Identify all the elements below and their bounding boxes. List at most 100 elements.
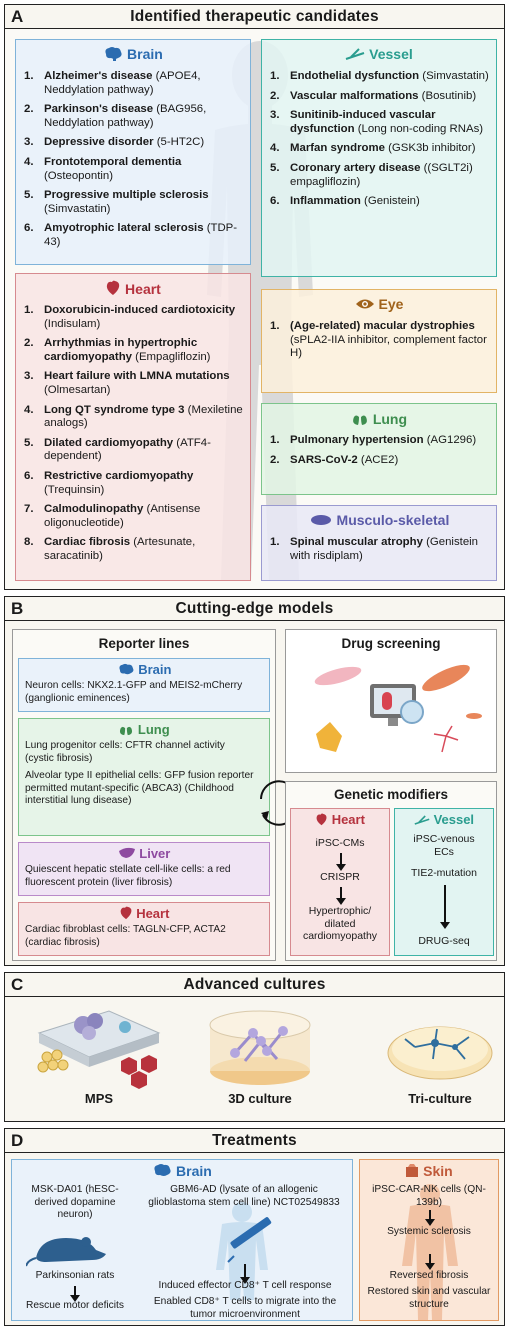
candidate-detail: (Osteopontin) (44, 169, 114, 182)
vessel-list-item: 6. Inflammation (Genistein) (266, 195, 492, 209)
brain-list-item: 5.Progressive multiple sclerosis (Simvas… (20, 189, 246, 216)
heart-title-text: Heart (125, 281, 161, 297)
reporter-heart-title-text: Heart (136, 906, 170, 921)
panel-b: B Cutting-edge models Reporter lines Bra… (4, 596, 505, 966)
skin-step1-text: iPSC-CAR-NK cells (QN-139b) (372, 1184, 486, 1208)
reporter-heart-text: Cardiac fibroblast cells: TAGLN-CFP, ACT… (25, 924, 226, 948)
3d-culture-label: 3D culture (228, 1091, 292, 1106)
gbm6-ad-text: GBM6-AD (lysate of an allogenic glioblas… (148, 1184, 340, 1208)
brain-box: Brain 1.Alzheimer's disease (APOE4, Nedd… (15, 39, 251, 265)
item-number: 6. (24, 222, 34, 235)
drug-screening-illustration-icon (314, 664, 482, 753)
induced-response-text: Induced effector CD8⁺ T cell response (158, 1280, 332, 1291)
disease-name: Inflammation (290, 195, 361, 208)
musculo-list-item: 1.Spinal muscular atrophy (Genistein wit… (266, 536, 492, 563)
reporter-lines-box: Reporter lines Brain Neuron cells: NKX2.… (12, 629, 276, 961)
lung-title-text: Lung (372, 411, 408, 427)
heart-list-item: 1.Doxorubicin-induced cardiotoxicity (In… (20, 304, 246, 331)
item-number: 6. (24, 469, 34, 482)
disease-name: Restrictive cardiomyopathy (44, 469, 194, 482)
vessel-list-item: 2.Vascular malformations (Bosutinib) (266, 90, 492, 104)
rescue-motor-text: Rescue motor deficits (26, 1300, 124, 1311)
panel-d-header: D Treatments (5, 1129, 504, 1153)
panel-letter: C (11, 975, 24, 994)
item-number: 1. (270, 70, 280, 82)
item-number: 5. (24, 436, 34, 449)
panel-c-header: C Advanced cultures (5, 973, 504, 997)
skin-step4-text: Restored skin and vascular structure (367, 1286, 491, 1310)
treatment-brain-title: Brain (12, 1163, 352, 1179)
heart-icon (120, 906, 131, 920)
genetic-heart-step2: CRISPR (320, 871, 360, 883)
down-arrow-icon (336, 853, 346, 871)
skin-icon (406, 1164, 419, 1177)
skin-step2-text: Systemic sclerosis (387, 1226, 471, 1237)
vessel-box: Vessel 1.Endothelial dysfunction (Simvas… (261, 39, 497, 277)
disease-name: Marfan syndrome (290, 142, 385, 155)
reporter-lung-title: Lung (19, 722, 269, 737)
lung-icon (353, 412, 367, 425)
disease-name: SARS-CoV-2 (290, 453, 358, 466)
disease-name: Frontotemporal dementia (44, 155, 182, 168)
drug-screening-title: Drug screening (341, 636, 441, 651)
genetic-vessel-title-text: Vessel (433, 812, 475, 827)
item-number: 3. (24, 370, 34, 383)
candidate-detail: (Antisense oligonucleotide) (44, 503, 201, 529)
disease-name: Parkinson's disease (44, 103, 154, 116)
candidate-detail: (Genistein) (360, 195, 420, 208)
candidate-detail: (sPLA2-IIA inhibitor, complement factor … (290, 333, 487, 360)
vessel-title: Vessel (262, 46, 496, 62)
genetic-vessel-step2: TIE2-mutation (411, 867, 477, 879)
down-arrow-icon (440, 885, 450, 929)
candidate-detail: (Bosutinib) (418, 89, 477, 102)
reporter-lung-title-text: Lung (137, 722, 170, 737)
panel-letter: A (11, 7, 24, 26)
candidate-detail: (Empagliflozin) (131, 350, 211, 363)
disease-name: Pulmonary hypertension (290, 434, 424, 446)
brain-icon (154, 1164, 171, 1176)
genetic-heart-step1: iPSC-CMs (315, 837, 365, 849)
down-arrow-icon (425, 1210, 435, 1226)
skin-step3-text: Reversed fibrosis (389, 1270, 469, 1281)
heart-list-item: 3.Heart failure with LMNA mutations (Olm… (20, 370, 246, 397)
parkinsonian-rats-text: Parkinsonian rats (35, 1270, 115, 1281)
lung-list-item: 2.SARS-CoV-2 (ACE2) (266, 454, 492, 468)
treatment-skin-title: Skin (360, 1163, 498, 1179)
candidate-detail: (BAG956, Neddylation pathway) (44, 103, 207, 129)
eye-title-text: Eye (378, 296, 404, 312)
vessel-list-item: 3.Sunitinib-induced vascular dysfunction… (266, 109, 492, 136)
msk-da01-text: MSK-DA01 (hESC-derived dopamine neuron) (31, 1184, 119, 1220)
treatment-brain-title-text: Brain (176, 1163, 212, 1179)
brain-title-text: Brain (127, 46, 163, 62)
item-number: 4. (270, 142, 280, 155)
item-number: 1. (270, 536, 280, 548)
eye-icon (355, 299, 374, 309)
item-number: 6. (270, 195, 280, 208)
candidate-detail: (Artesunate, saracatinib) (44, 536, 196, 562)
candidate-detail: (Trequinsin) (44, 483, 105, 496)
candidate-detail: (Mexiletine analogs) (44, 403, 243, 430)
reporter-liver-title-text: Liver (139, 846, 171, 861)
eye-list: 1.(Age-related) macular dystrophies (sPL… (266, 320, 492, 367)
tri-culture-label: Tri-culture (408, 1091, 472, 1106)
candidate-detail: (ATF4-dependent) (44, 436, 211, 463)
item-number: 2. (24, 337, 34, 350)
panel-title: Identified therapeutic candidates (130, 8, 379, 25)
panel-b-header: B Cutting-edge models (5, 597, 504, 621)
item-number: 1. (24, 304, 34, 316)
treatment-skin-title-text: Skin (423, 1163, 453, 1179)
item-number: 4. (24, 155, 34, 168)
candidate-detail: (ACE2) (357, 453, 399, 466)
item-number: 4. (24, 403, 34, 416)
reporter-lung-text2: Alveolar type II epithelial cells: GFP f… (25, 770, 254, 806)
disease-name: Endothelial dysfunction (290, 70, 420, 82)
panel-c: C Advanced cultures MPS 3D culture Tri-c… (4, 972, 505, 1122)
heart-list-item: 7.Calmodulinopathy (Antisense oligonucle… (20, 503, 246, 530)
reporter-liver-text: Quiescent hepatic stellate cell-like cel… (25, 864, 231, 888)
heart-icon (316, 813, 327, 826)
candidate-detail: (AG1296) (423, 434, 477, 446)
heart-list-item: 5.Dilated cardiomyopathy (ATF4-dependent… (20, 437, 246, 464)
vessel-icon (414, 815, 430, 825)
disease-name: Amyotrophic lateral sclerosis (44, 222, 204, 235)
genetic-modifiers-box: Genetic modifiers Heart iPSC-CMs CRISPR … (285, 781, 497, 961)
